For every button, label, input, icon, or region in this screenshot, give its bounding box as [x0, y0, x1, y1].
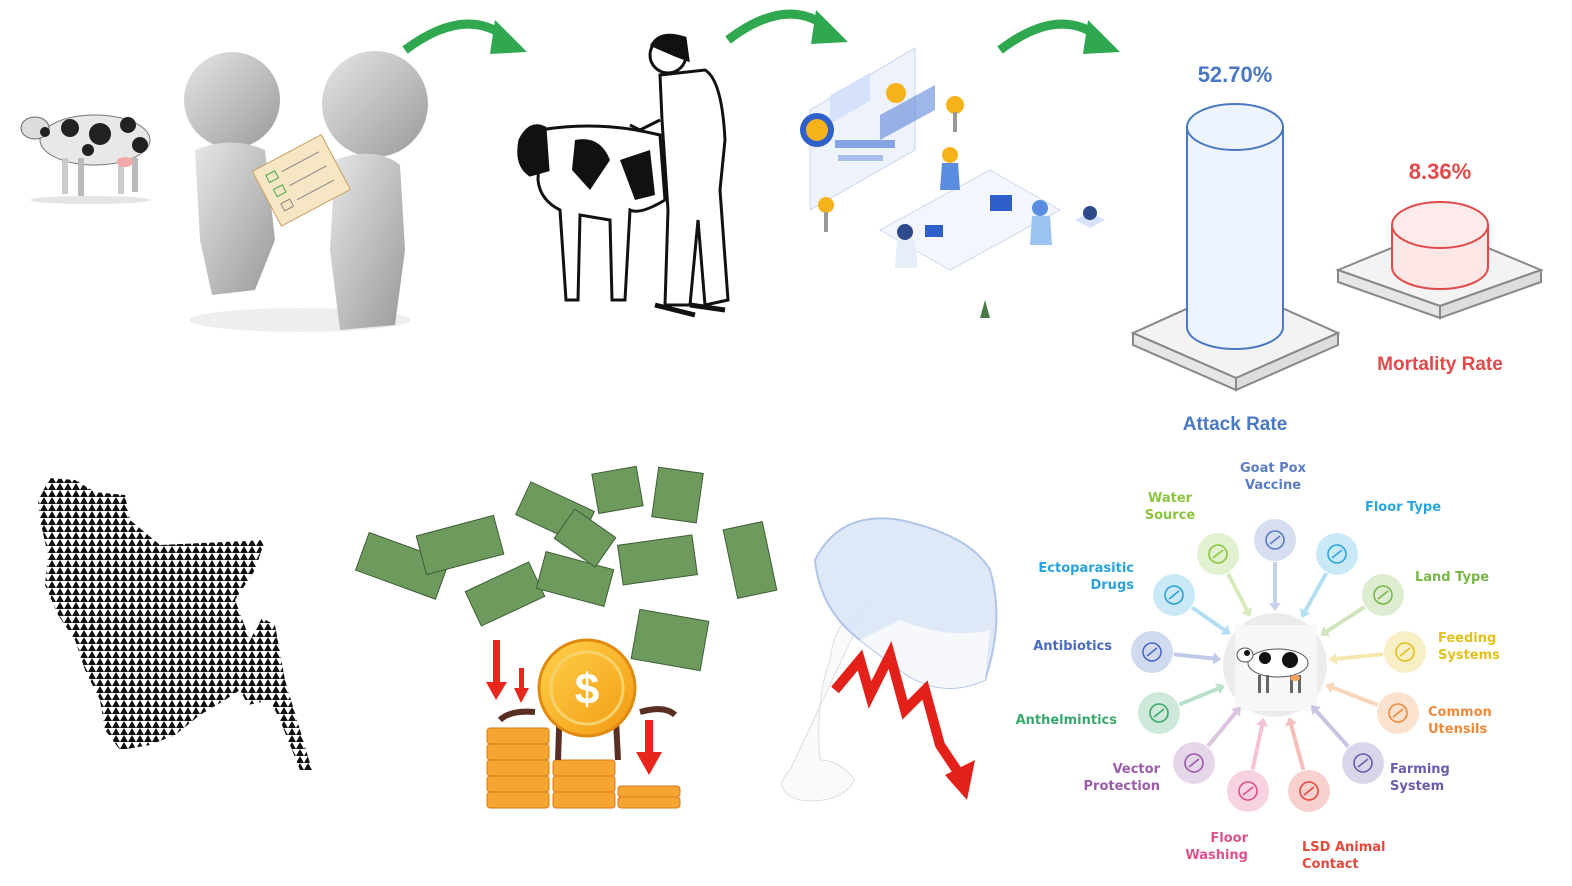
infected-cow-illustration [20, 114, 151, 204]
risk-factor-label: Anthelmintics [1016, 713, 1118, 728]
label-line: Vector [1113, 762, 1161, 777]
pill-leaf-icon [1149, 703, 1169, 723]
arrow [1178, 686, 1219, 707]
mortality-rate-cylinder: 8.36% Mortality Rate [1335, 159, 1544, 375]
vacuum-icon [1327, 544, 1347, 564]
sheep-icon [1373, 585, 1393, 605]
label-line: Goat Pox [1240, 461, 1307, 476]
risk-factor-label: Land Type [1415, 570, 1489, 585]
arrow [1226, 572, 1249, 611]
label-line: Floor [1210, 831, 1248, 846]
floor-washing-icon [1238, 781, 1258, 801]
label-line: Anthelmintics [1016, 713, 1118, 728]
label-line: Land Type [1415, 570, 1489, 585]
label-line: Common [1428, 705, 1492, 720]
arrow [1250, 725, 1264, 770]
risk-factor-floor-type: Floor Type [1299, 500, 1441, 618]
arrow [1173, 652, 1214, 661]
utensils-icon [1388, 703, 1408, 723]
risk-factor-label: Floor Type [1365, 500, 1441, 515]
data-analysis-office-illustration [800, 47, 1105, 318]
faucet-icon [1208, 544, 1228, 564]
label-line: Protection [1084, 779, 1160, 794]
label-line: Floor Type [1365, 500, 1441, 515]
center-cow-icon [1236, 647, 1309, 693]
grain-icon [1395, 642, 1415, 662]
risk-factor-land-type: Land Type [1320, 570, 1489, 637]
arrow [1289, 724, 1306, 771]
arrow [1332, 685, 1379, 707]
survey-figures-illustration [184, 51, 428, 332]
label-line: Vaccine [1245, 478, 1301, 493]
arrow [1325, 605, 1366, 633]
label-line: System [1390, 779, 1444, 794]
down-arrows-icon [486, 640, 662, 775]
label-line: Utensils [1428, 722, 1487, 737]
flow-arrow-3 [997, 19, 1120, 54]
insect-net-icon [1184, 753, 1204, 773]
flow-arrow-1 [402, 19, 527, 54]
attack-rate-cylinder: 52.70% Attack Rate [1130, 62, 1341, 435]
mortality-rate-value: 8.36% [1409, 159, 1471, 184]
label-line: Farming [1390, 762, 1450, 777]
animal-head-icon [1299, 781, 1319, 801]
label-line: Drugs [1090, 578, 1134, 593]
bangladesh-map-illustration [38, 478, 312, 770]
flow-arrow-2 [725, 9, 848, 44]
attack-rate-value: 52.70% [1198, 62, 1273, 87]
pills-hand-icon [1142, 642, 1162, 662]
mortality-rate-label: Mortality Rate [1377, 354, 1503, 375]
attack-rate-label: Attack Rate [1183, 414, 1288, 435]
flow-arrows [402, 9, 1120, 54]
risk-factor-anthelmintics: Anthelmintics [1016, 683, 1226, 734]
milk-production-loss-illustration [781, 517, 998, 802]
label-line: Water [1148, 491, 1193, 506]
no-spray-icon [1164, 585, 1184, 605]
label-line: Source [1145, 508, 1196, 523]
farmer-examining-cow-illustration [517, 33, 730, 318]
arrow [1206, 711, 1238, 748]
dollar-coin-symbol: $ [575, 665, 599, 714]
arrow [1190, 605, 1226, 632]
label-line: LSD Animal [1302, 840, 1386, 855]
risk-factor-antibiotics: Antibiotics [1033, 631, 1222, 673]
vaccine-icon [1265, 530, 1285, 550]
label-line: Ectoparasitic [1038, 561, 1134, 576]
farm-crate-icon [1353, 753, 1373, 773]
financial-loss-illustration: $ [354, 465, 778, 809]
label-line: Feeding [1438, 631, 1496, 646]
label-line: Washing [1185, 848, 1248, 863]
label-line: Systems [1438, 648, 1500, 663]
arrow [1336, 652, 1384, 661]
arrow [1303, 572, 1329, 612]
risk-factor-label: Antibiotics [1033, 639, 1112, 654]
arrow [1314, 709, 1350, 748]
label-line: Contact [1302, 857, 1359, 872]
label-line: Antibiotics [1033, 639, 1112, 654]
